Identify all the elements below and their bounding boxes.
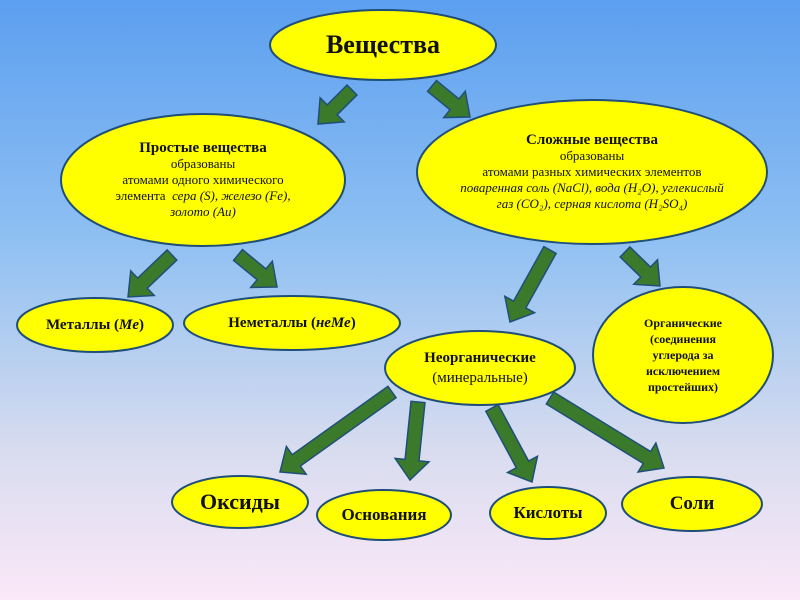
- metals-node: Металлы (Me): [45, 316, 145, 333]
- simple-line1: образованы: [170, 156, 236, 171]
- nonmetals-symbol: неМе: [315, 314, 351, 331]
- simple-title: Простые вещества: [139, 140, 267, 156]
- nonmetals-label: Неметаллы (: [228, 314, 316, 331]
- root-node: Вещества: [270, 10, 496, 80]
- salts-label: Соли: [669, 493, 715, 514]
- inorganic-node: Неорганические (минеральные): [385, 331, 575, 405]
- root-ellipse: [269, 9, 497, 81]
- complex-examples2: газ (CO₂), серная кислота (H₂SO₄): [496, 196, 688, 211]
- arrow-icon: [484, 403, 539, 484]
- organic-node: Органические (соединения углерода за иск…: [593, 287, 773, 423]
- simple-examples2: золото (Au): [170, 204, 236, 219]
- oxides-node: Оксиды: [172, 477, 308, 527]
- bases-ellipse: [316, 489, 452, 541]
- arrow-icon: [619, 245, 661, 287]
- oxides-ellipse: [171, 475, 309, 529]
- simple-substances-node: Простые вещества образованы атомами одно…: [61, 114, 345, 246]
- nonmetals-node: Неметаллы (неМе): [228, 314, 356, 331]
- arrow-icon: [279, 385, 398, 476]
- acids-ellipse: [489, 486, 607, 540]
- organic-line: исключением: [645, 364, 721, 378]
- simple-line3: элемента: [115, 188, 166, 203]
- acids-node: Кислоты: [490, 488, 606, 538]
- complex-title: Сложные вещества: [526, 132, 658, 148]
- arrow-icon: [317, 83, 359, 125]
- acids-label: Кислоты: [513, 503, 583, 522]
- complex-ellipse: [416, 99, 768, 245]
- metals-label: Металлы (: [45, 316, 120, 333]
- simple-line2: атомами одного химического: [122, 172, 284, 187]
- inorganic-ellipse: [384, 330, 576, 406]
- organic-line: углерода за: [652, 348, 714, 362]
- arrow-icon: [503, 245, 558, 324]
- oxides-label: Оксиды: [200, 489, 280, 514]
- complex-line1: образованы: [559, 148, 625, 163]
- arrow-icon: [127, 248, 178, 298]
- organic-line: (соединения: [649, 332, 717, 346]
- organic-line: простейших): [647, 380, 719, 394]
- complex-examples1: поваренная соль (NaCl), вода (H₂O), угле…: [460, 180, 724, 195]
- root-label: Вещества: [325, 30, 441, 59]
- inorganic-subtitle: (минеральные): [432, 370, 528, 386]
- arrow-icon: [232, 248, 278, 289]
- arrow-icon: [393, 400, 431, 482]
- metals-ellipse: [16, 297, 174, 353]
- arrow-icon: [426, 79, 471, 119]
- bases-label: Основания: [341, 505, 427, 524]
- arrow-icon: [545, 391, 665, 474]
- organic-line: Органические: [643, 316, 722, 330]
- simple-examples1: сера (S), железо (Fe),: [172, 188, 291, 203]
- salts-node: Соли: [622, 479, 762, 529]
- salts-ellipse: [621, 476, 763, 532]
- bases-node: Основания: [317, 490, 451, 540]
- metals-symbol: Me: [119, 316, 140, 333]
- nonmetals-ellipse: [183, 295, 401, 351]
- complex-line2: атомами разных химических элементов: [482, 164, 702, 179]
- complex-substances-node: Сложные вещества образованы атомами разн…: [417, 100, 767, 244]
- organic-ellipse: [592, 286, 774, 424]
- simple-ellipse: [60, 113, 346, 247]
- inorganic-title: Неорганические: [424, 350, 536, 366]
